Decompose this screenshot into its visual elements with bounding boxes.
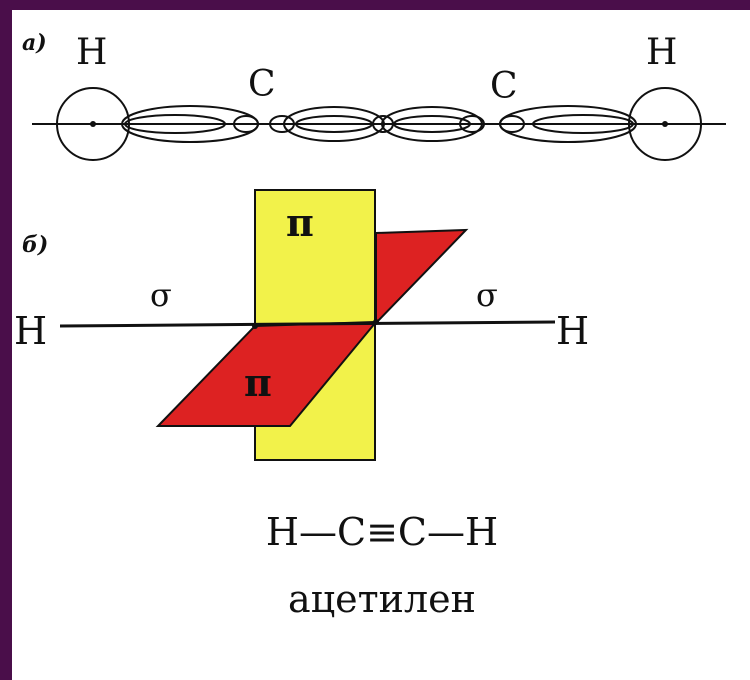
cc-center-lobe	[372, 115, 394, 133]
h-right-nucleus	[662, 121, 668, 127]
sigma-label-left: σ	[150, 276, 172, 314]
atom-h-right: H	[646, 32, 677, 73]
c2-back-lobe-left	[459, 115, 485, 133]
sigma-label-right: σ	[476, 276, 498, 314]
pi-plane-horizontal-back	[375, 228, 469, 326]
h-label-left: H	[14, 309, 47, 353]
pi-label-lower: π	[244, 360, 272, 405]
c1-h-lobe-inner	[124, 114, 226, 134]
c1-back-lobe-right	[269, 115, 295, 133]
carbon-atom-right	[373, 319, 379, 325]
h-left-orbital	[56, 87, 130, 161]
orbital-diagram	[32, 87, 726, 161]
part-b-label: б)	[22, 232, 48, 258]
atom-c-right: C	[490, 66, 518, 107]
sigma-bond-line	[59, 320, 556, 328]
atom-h-left: H	[76, 32, 107, 73]
c2-h-lobe-inner	[532, 114, 634, 134]
structural-formula: H—C≡C—H	[266, 510, 498, 554]
cc-lobe-left-outer	[283, 106, 385, 142]
compound-name: ацетилен	[288, 577, 476, 621]
h-right-orbital	[628, 87, 702, 161]
part-a-label: а)	[22, 30, 47, 56]
frame-top	[0, 0, 750, 10]
h-label-right: H	[556, 309, 589, 353]
c2-back-lobe-right	[499, 115, 525, 133]
carbon-atom-left	[252, 323, 258, 329]
h-left-nucleus	[90, 121, 96, 127]
frame-left	[0, 0, 12, 680]
atom-c-left: C	[248, 64, 276, 105]
c1-back-lobe-left	[233, 115, 259, 133]
pi-label-upper: π	[286, 200, 314, 245]
cc-lobe-right-outer	[381, 106, 483, 142]
